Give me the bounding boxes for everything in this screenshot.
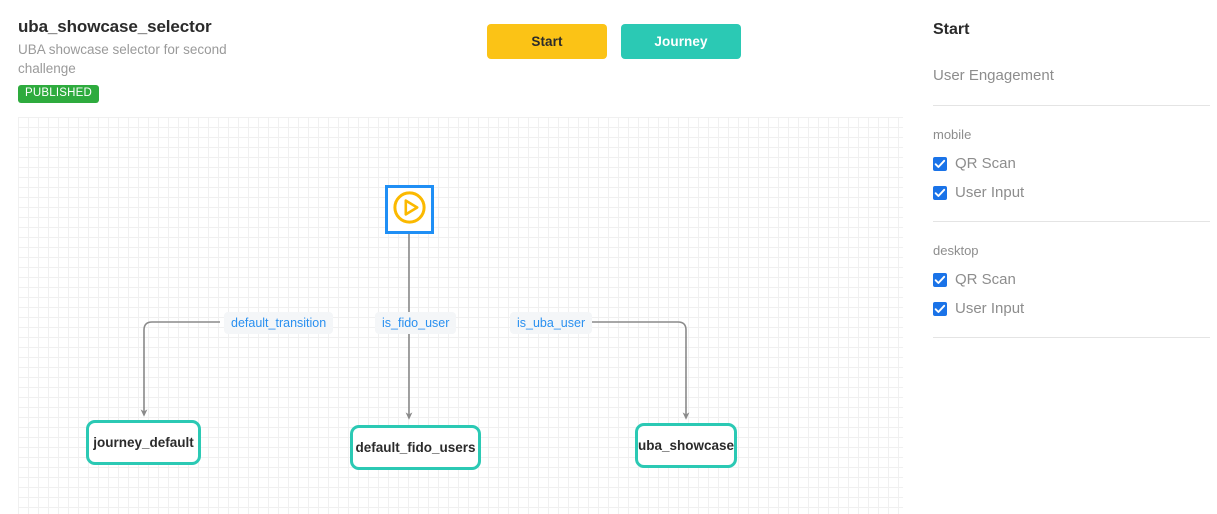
checkbox-mobile-user-input[interactable] bbox=[933, 186, 947, 200]
journey-button[interactable]: Journey bbox=[621, 24, 741, 59]
checkbox-row-mobile-qr-scan[interactable]: QR Scan bbox=[933, 155, 1201, 173]
status-badge: PUBLISHED bbox=[18, 85, 99, 103]
details-panel: Start User Engagement mobile QR Scan Use… bbox=[920, 0, 1217, 514]
node-uba-showcase[interactable]: uba_showcase bbox=[635, 423, 737, 468]
checkbox-row-mobile-user-input[interactable]: User Input bbox=[933, 184, 1201, 202]
group-label-desktop: desktop bbox=[933, 243, 979, 258]
node-default-fido-users[interactable]: default_fido_users bbox=[350, 425, 481, 470]
checkbox-label-desktop-user-input: User Input bbox=[955, 300, 1025, 317]
edge-label-default-transition[interactable]: default_transition bbox=[224, 312, 334, 334]
checkbox-label-mobile-qr-scan: QR Scan bbox=[955, 155, 1016, 172]
checkbox-row-desktop-user-input[interactable]: User Input bbox=[933, 300, 1201, 318]
checkbox-mobile-qr-scan[interactable] bbox=[933, 157, 947, 171]
connector-layer bbox=[140, 234, 690, 420]
node-start[interactable] bbox=[385, 185, 434, 234]
group-label-mobile: mobile bbox=[933, 127, 972, 142]
play-circle-icon bbox=[392, 190, 427, 230]
flow-description: UBA showcase selector for second challen… bbox=[18, 42, 227, 76]
checkbox-desktop-qr-scan[interactable] bbox=[933, 273, 947, 287]
edge-label-is-fido-user[interactable]: is_fido_user bbox=[375, 312, 457, 334]
checkbox-label-desktop-qr-scan: QR Scan bbox=[955, 271, 1016, 288]
node-journey-default[interactable]: journey_default bbox=[86, 420, 201, 465]
checkbox-label-mobile-user-input: User Input bbox=[955, 184, 1025, 201]
panel-title: Start bbox=[933, 21, 970, 38]
panel-subtitle: User Engagement bbox=[933, 67, 1054, 84]
page-title: uba_showcase_selector bbox=[18, 17, 212, 36]
toolbar: Start Journey bbox=[487, 24, 741, 59]
panel-divider-1 bbox=[933, 105, 1210, 106]
flow-header: uba_showcase_selector UBA showcase selec… bbox=[18, 16, 318, 103]
panel-divider-2 bbox=[933, 221, 1210, 222]
edge-label-is-uba-user[interactable]: is_uba_user bbox=[510, 312, 593, 334]
flow-canvas[interactable]: journey_default default_fido_users uba_s… bbox=[18, 117, 903, 514]
panel-divider-3 bbox=[933, 337, 1210, 338]
checkbox-desktop-user-input[interactable] bbox=[933, 302, 947, 316]
checkbox-row-desktop-qr-scan[interactable]: QR Scan bbox=[933, 271, 1201, 289]
start-button[interactable]: Start bbox=[487, 24, 607, 59]
